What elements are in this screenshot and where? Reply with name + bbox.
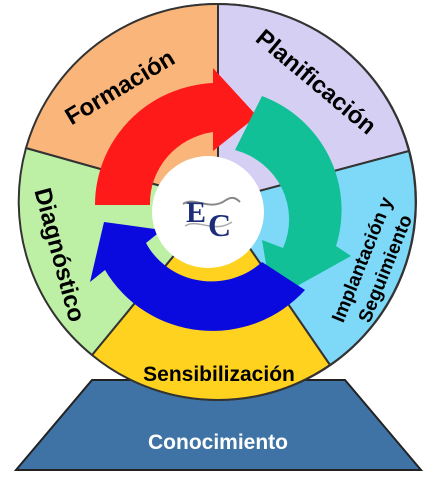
logo-letter-c: C <box>208 207 231 243</box>
base-label: Conocimiento <box>148 431 288 454</box>
blue-arrow <box>90 222 305 331</box>
logo-wave <box>182 196 241 206</box>
center-logo: E C <box>182 196 241 243</box>
logo-letter-e: E <box>186 196 206 229</box>
green-arrow <box>235 96 351 300</box>
center-disk <box>152 156 264 268</box>
red-arrow <box>94 68 258 205</box>
logo-wave-2 <box>184 221 233 228</box>
label-sensibilizacion: Sensibilización <box>143 363 295 386</box>
